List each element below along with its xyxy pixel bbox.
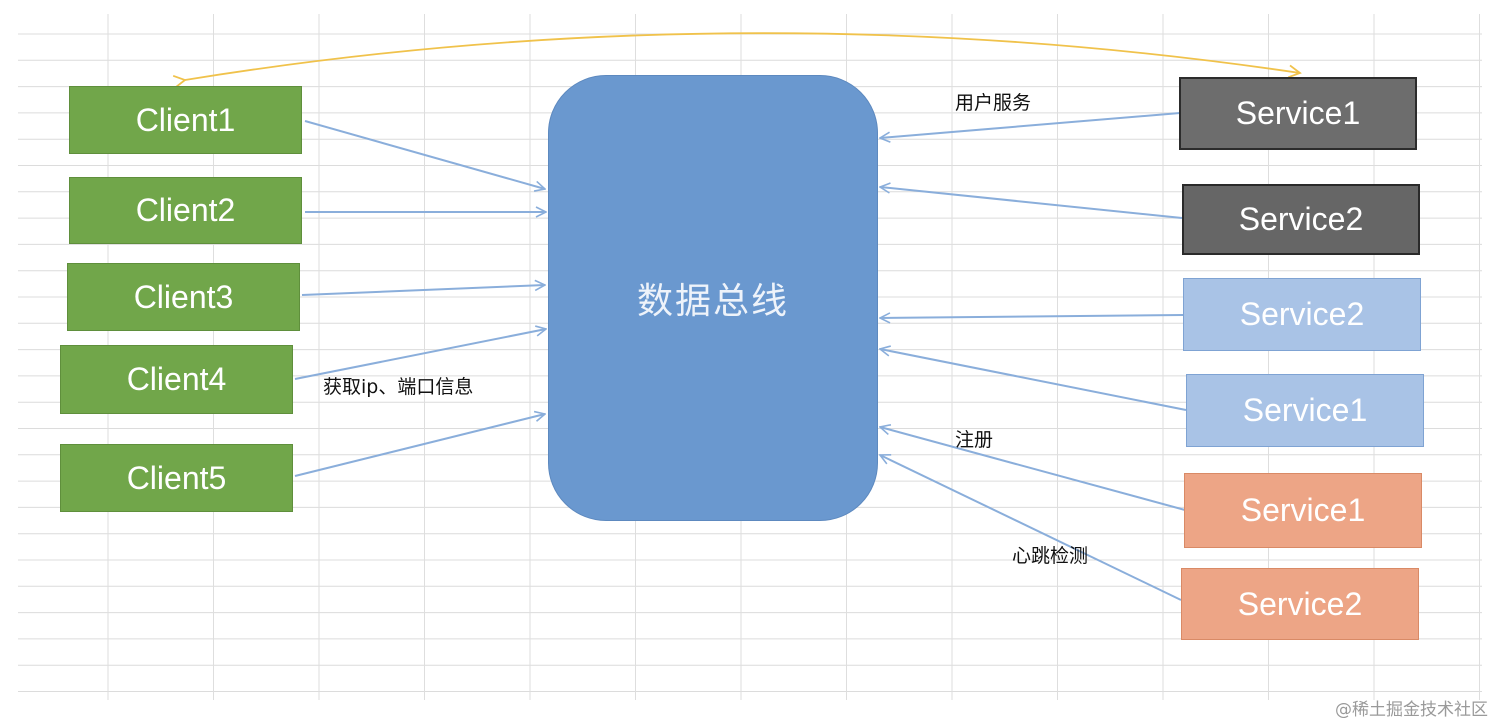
client-label: Client1 [135, 101, 236, 138]
service-box-5[interactable]: Service1 [1184, 473, 1422, 548]
arrow-client1-bus [304, 120, 545, 189]
data-bus-label: 数据总线 [636, 281, 789, 322]
service-box-2[interactable]: Service2 [1182, 184, 1420, 255]
arrow-service-3-bus [880, 315, 1184, 318]
client-box-1[interactable]: Client1 [69, 86, 302, 154]
annotation-get-ip-port: 获取ip、端口信息 [323, 376, 474, 398]
client-box-3[interactable]: Client3 [67, 263, 300, 331]
client-label: Client5 [126, 459, 227, 496]
client-label: Client4 [126, 361, 227, 397]
service-box-1[interactable]: Service1 [1179, 77, 1417, 150]
arrow-service-2-bus [880, 187, 1183, 219]
annotation-user-service: 用户服务 [955, 92, 1032, 114]
arrow-client5-bus [294, 414, 545, 477]
arrow-service-5-bus [880, 427, 1186, 511]
service-label: Service2 [1237, 585, 1363, 622]
annotation-heartbeat: 心跳检测 [1012, 545, 1089, 567]
data-bus-node[interactable]: 数据总线 [548, 75, 878, 521]
service-label: Service1 [1240, 492, 1366, 528]
client-label: Client3 [133, 278, 234, 315]
client-service-curve-arrow [172, 32, 1302, 89]
service-box-6[interactable]: Service2 [1181, 568, 1419, 640]
watermark: @稀土掘金技术社区 [1335, 700, 1488, 720]
annotation-register: 注册 [955, 429, 994, 451]
service-label: Service1 [1235, 95, 1361, 131]
client-label: Client2 [135, 192, 236, 228]
service-box-4[interactable]: Service1 [1186, 374, 1424, 447]
client-box-5[interactable]: Client5 [60, 444, 293, 512]
client-box-2[interactable]: Client2 [69, 177, 302, 244]
arrow-service-4-bus [880, 349, 1187, 411]
service-label: Service2 [1239, 296, 1365, 332]
arrow-service-1-bus [880, 112, 1181, 138]
service-label: Service1 [1242, 392, 1368, 428]
service-box-3[interactable]: Service2 [1183, 278, 1421, 351]
arrow-service-6-bus [880, 455, 1182, 601]
arrow-client3-bus [301, 285, 545, 296]
service-label: Service2 [1238, 201, 1364, 237]
arrow-client4-bus [294, 329, 546, 380]
client-box-4[interactable]: Client4 [60, 345, 293, 414]
